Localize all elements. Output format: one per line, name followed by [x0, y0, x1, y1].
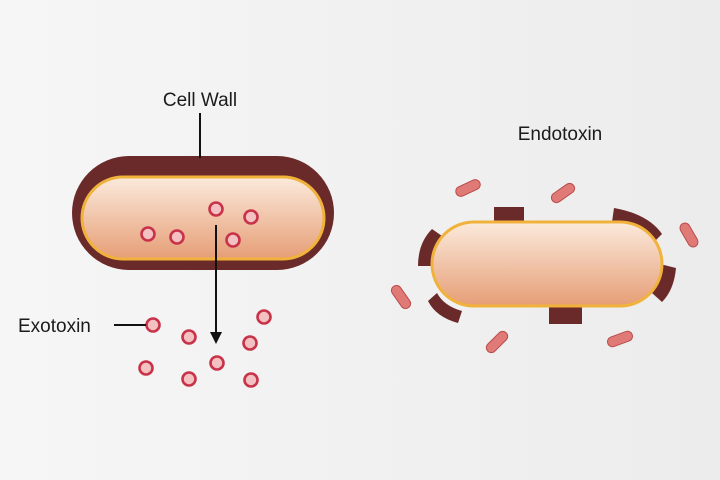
toxin-particle	[145, 317, 161, 333]
cell-membrane	[430, 220, 664, 308]
cell-wall-label: Cell Wall	[163, 90, 237, 111]
wall-fragment	[549, 307, 582, 324]
toxin-particle	[243, 209, 259, 225]
endotoxin-rod	[455, 179, 481, 197]
toxin-particle	[138, 360, 154, 376]
toxin-particle	[209, 355, 225, 371]
endotoxin-bacterium	[390, 179, 699, 354]
endotoxin-rods	[390, 179, 699, 354]
internal-toxins	[140, 201, 259, 248]
endotoxin-rod	[390, 284, 412, 310]
endotoxin-rod	[485, 330, 509, 354]
exotoxin-bacterium	[72, 156, 334, 344]
toxin-particle	[243, 372, 259, 388]
endotoxin-rod	[606, 330, 634, 348]
toxin-particle	[242, 335, 258, 351]
toxin-particle	[140, 226, 156, 242]
toxin-particle	[256, 309, 272, 325]
toxin-particle	[208, 201, 224, 217]
cell-membrane	[80, 175, 326, 261]
toxin-particle	[181, 371, 197, 387]
endotoxin-rod	[550, 182, 576, 204]
secreted-exotoxins	[138, 309, 272, 388]
toxin-particle	[181, 329, 197, 345]
toxin-particle	[225, 232, 241, 248]
endotoxin-label: Endotoxin	[518, 124, 603, 145]
wall-fragment	[652, 264, 676, 302]
toxin-particle	[169, 229, 185, 245]
wall-fragment	[494, 207, 524, 223]
wall-fragment	[418, 229, 442, 266]
wall-fragment	[428, 293, 462, 323]
exotoxin-label: Exotoxin	[18, 316, 91, 337]
endotoxin-rod	[679, 222, 699, 248]
